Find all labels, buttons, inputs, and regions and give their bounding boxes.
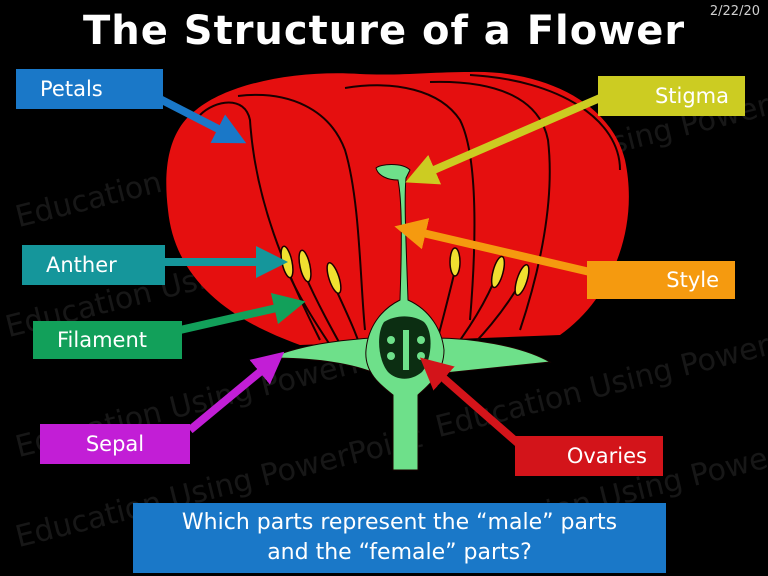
label-sepal: Sepal [40,424,190,464]
slide-date: 2/22/20 [709,4,760,19]
question-line-2: and the “female” parts? [267,540,532,565]
label-stigma: Stigma [598,76,745,116]
sepal-arrow [187,351,285,434]
filament-arrow [179,292,306,334]
petals-arrow [156,94,247,144]
label-style: Style [587,261,735,299]
style-arrow [394,218,591,276]
ovaries-arrow [419,357,523,449]
label-ovaries: Ovaries [515,436,663,476]
slide-title: The Structure of a Flower [82,8,686,54]
question-box: Which parts represent the “male” parts a… [133,503,666,573]
label-petals: Petals [16,69,163,109]
question-line-1: Which parts represent the “male” parts [181,510,618,535]
label-filament: Filament [33,321,182,359]
stigma-arrow [405,94,602,185]
label-anther: Anther [22,245,165,285]
sepals-shape [434,337,552,375]
